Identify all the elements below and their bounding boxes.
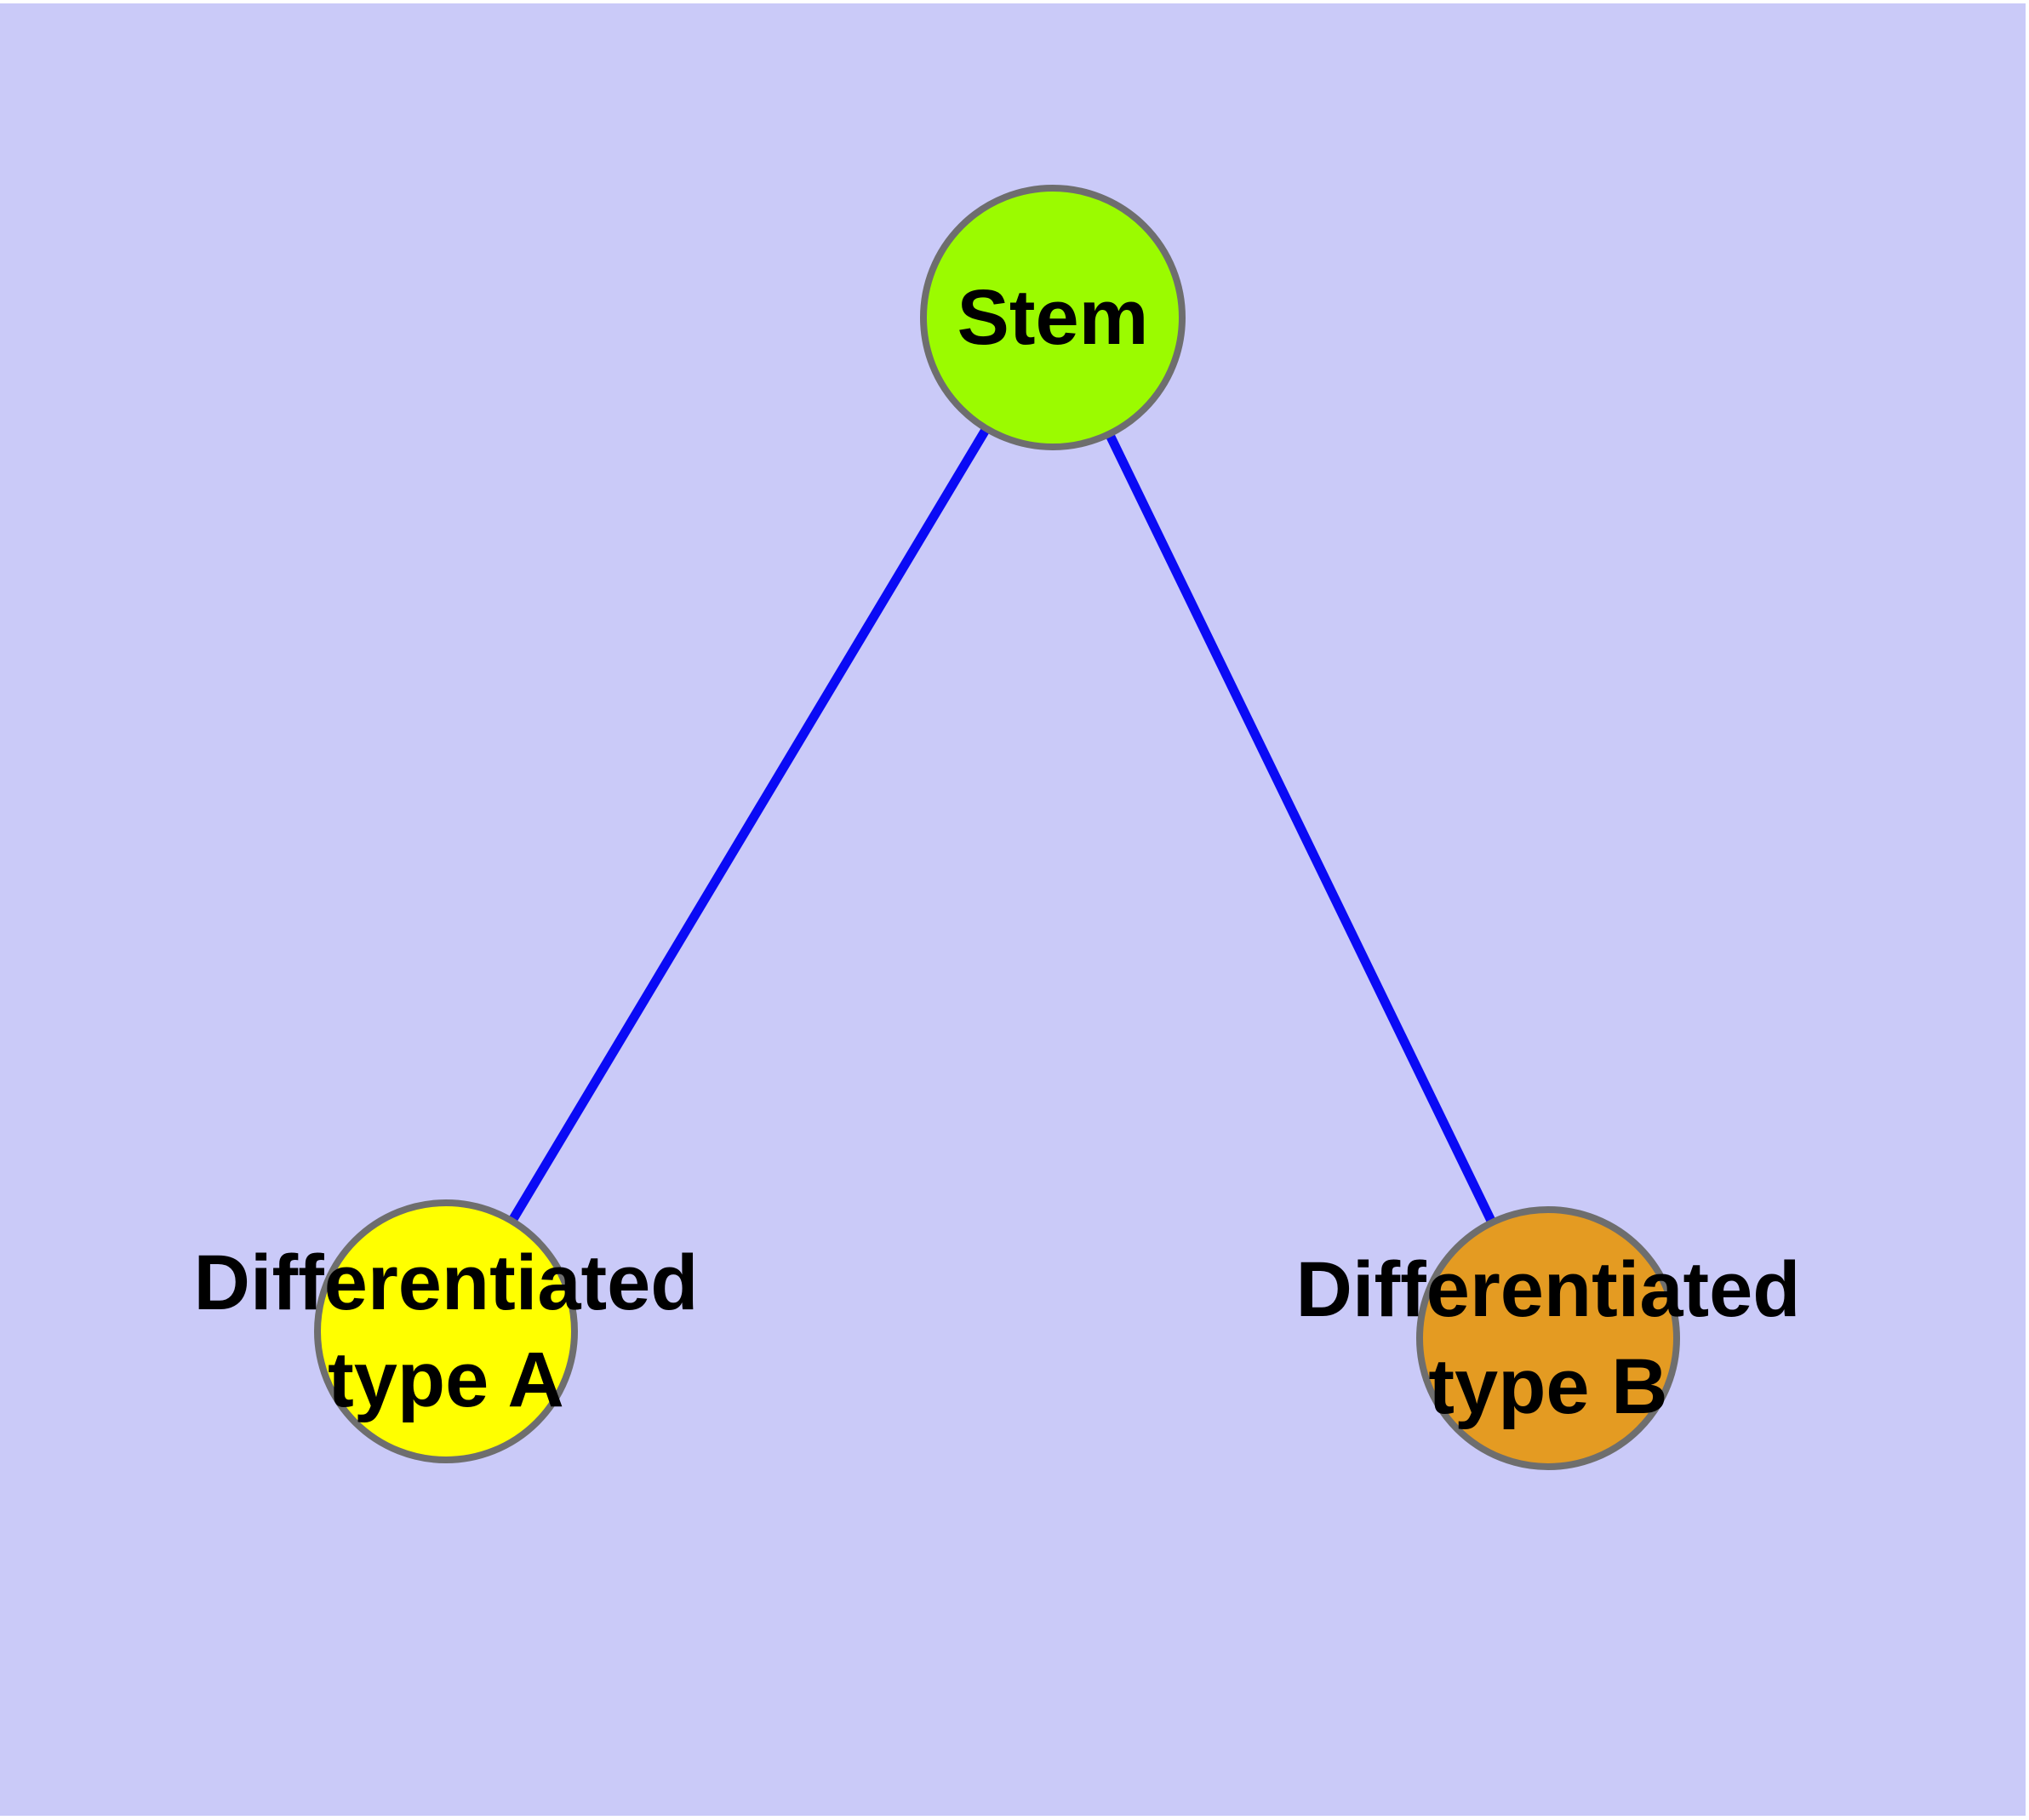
edge-stem-to-type-a	[442, 315, 1057, 1334]
stem-node-label: Stem	[957, 274, 1149, 361]
type-b-node-circle	[1416, 1206, 1680, 1470]
type-a-node-label-line2: type A	[328, 1336, 564, 1423]
type-b-node-label: Differentiated type B	[1296, 1241, 1801, 1435]
type-a-node-label: Differentiated type A	[194, 1234, 699, 1428]
type-b-node-label-line1: Differentiated	[1295, 1246, 1801, 1333]
type-b-node-label-line2: type B	[1428, 1343, 1668, 1430]
edge-stem-to-type-b	[1049, 315, 1552, 1341]
type-a-node-label-line1: Differentiated	[193, 1239, 699, 1326]
type-a-node-circle	[314, 1199, 578, 1463]
stem-node-circle	[920, 185, 1186, 450]
